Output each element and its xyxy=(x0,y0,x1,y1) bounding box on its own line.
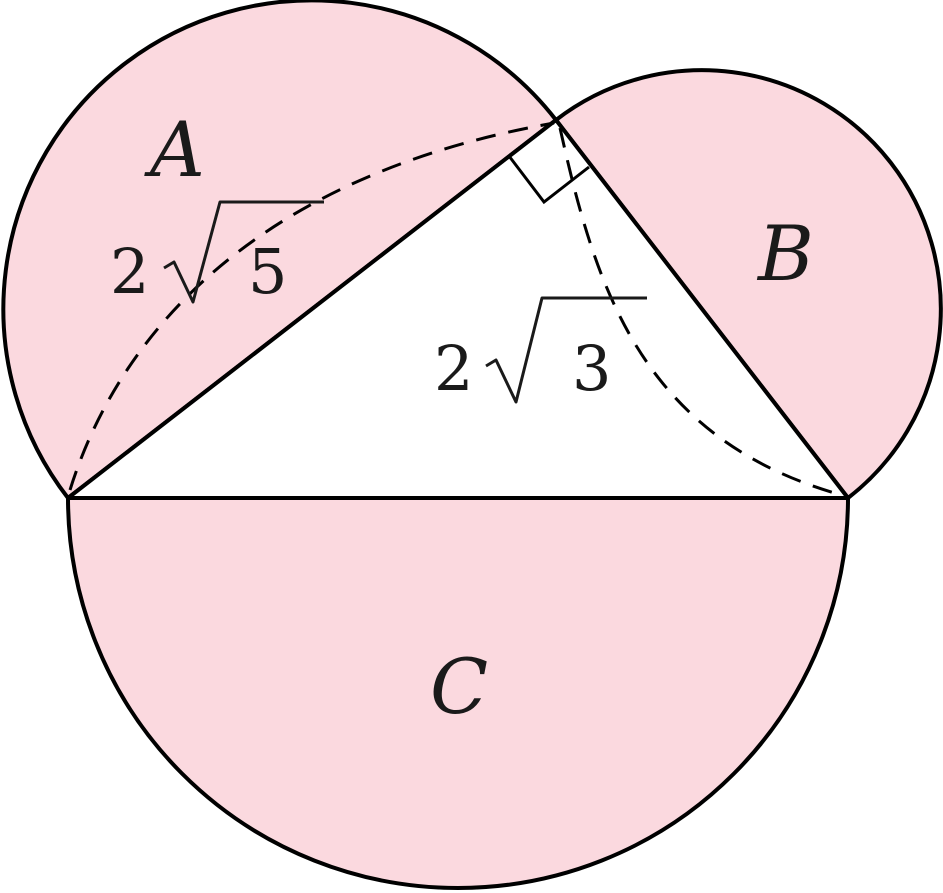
right-angle-marker xyxy=(507,155,590,205)
length-right-radicand: 3 xyxy=(572,332,611,405)
dashed-arc-right xyxy=(558,127,846,498)
length-label-right: 2 3 xyxy=(434,296,647,405)
region-label-b: B xyxy=(756,209,814,298)
length-left-coefficient: 2 xyxy=(110,235,149,308)
semicircle-b xyxy=(554,68,943,500)
semicircle-c xyxy=(66,496,850,890)
length-label-left: 2 5 xyxy=(110,200,324,308)
radical-sign-left xyxy=(163,200,324,304)
dashed-arc-left xyxy=(68,121,555,491)
semicircle-a xyxy=(1,0,558,500)
radical-sign-right xyxy=(485,296,647,404)
region-label-c: C xyxy=(430,642,488,731)
length-right-coefficient: 2 xyxy=(434,332,473,405)
region-label-a: A xyxy=(144,105,205,194)
length-left-radicand: 5 xyxy=(248,235,287,308)
right-triangle xyxy=(66,118,850,500)
